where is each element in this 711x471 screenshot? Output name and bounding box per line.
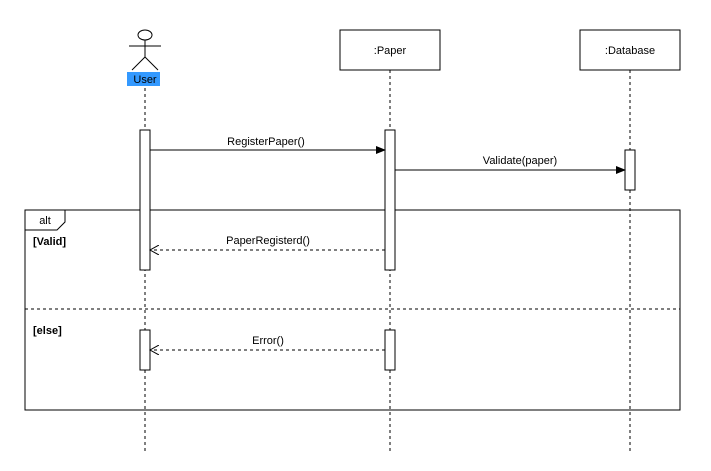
paper-activation-bar (384, 129, 396, 271)
user-actor-icon[interactable] (129, 29, 161, 71)
user-activation-bar (139, 129, 151, 271)
paper-participant-label: :Paper (374, 45, 407, 57)
alt-operator-label: alt (39, 215, 51, 227)
register-paper-label: RegisterPaper() (227, 136, 305, 148)
paper-participant-box[interactable] (339, 29, 441, 71)
user-label[interactable]: User (133, 74, 157, 86)
error-label: Error() (252, 335, 284, 347)
validate-label: Validate(paper) (483, 155, 557, 167)
user-activation-bar-else (139, 329, 151, 371)
user-label-highlight (127, 72, 160, 86)
database-participant-label: :Database (605, 45, 655, 57)
paper-activation-bar-else (384, 329, 396, 371)
alt-operator-tab (24, 209, 66, 231)
database-participant-box[interactable] (579, 29, 681, 71)
guard-else: [else] (33, 325, 62, 337)
alt-fragment-frame[interactable] (24, 209, 681, 411)
paper-registered-label: PaperRegisterd() (226, 235, 310, 247)
database-activation-bar (624, 149, 636, 191)
guard-valid: [Valid] (33, 236, 66, 248)
